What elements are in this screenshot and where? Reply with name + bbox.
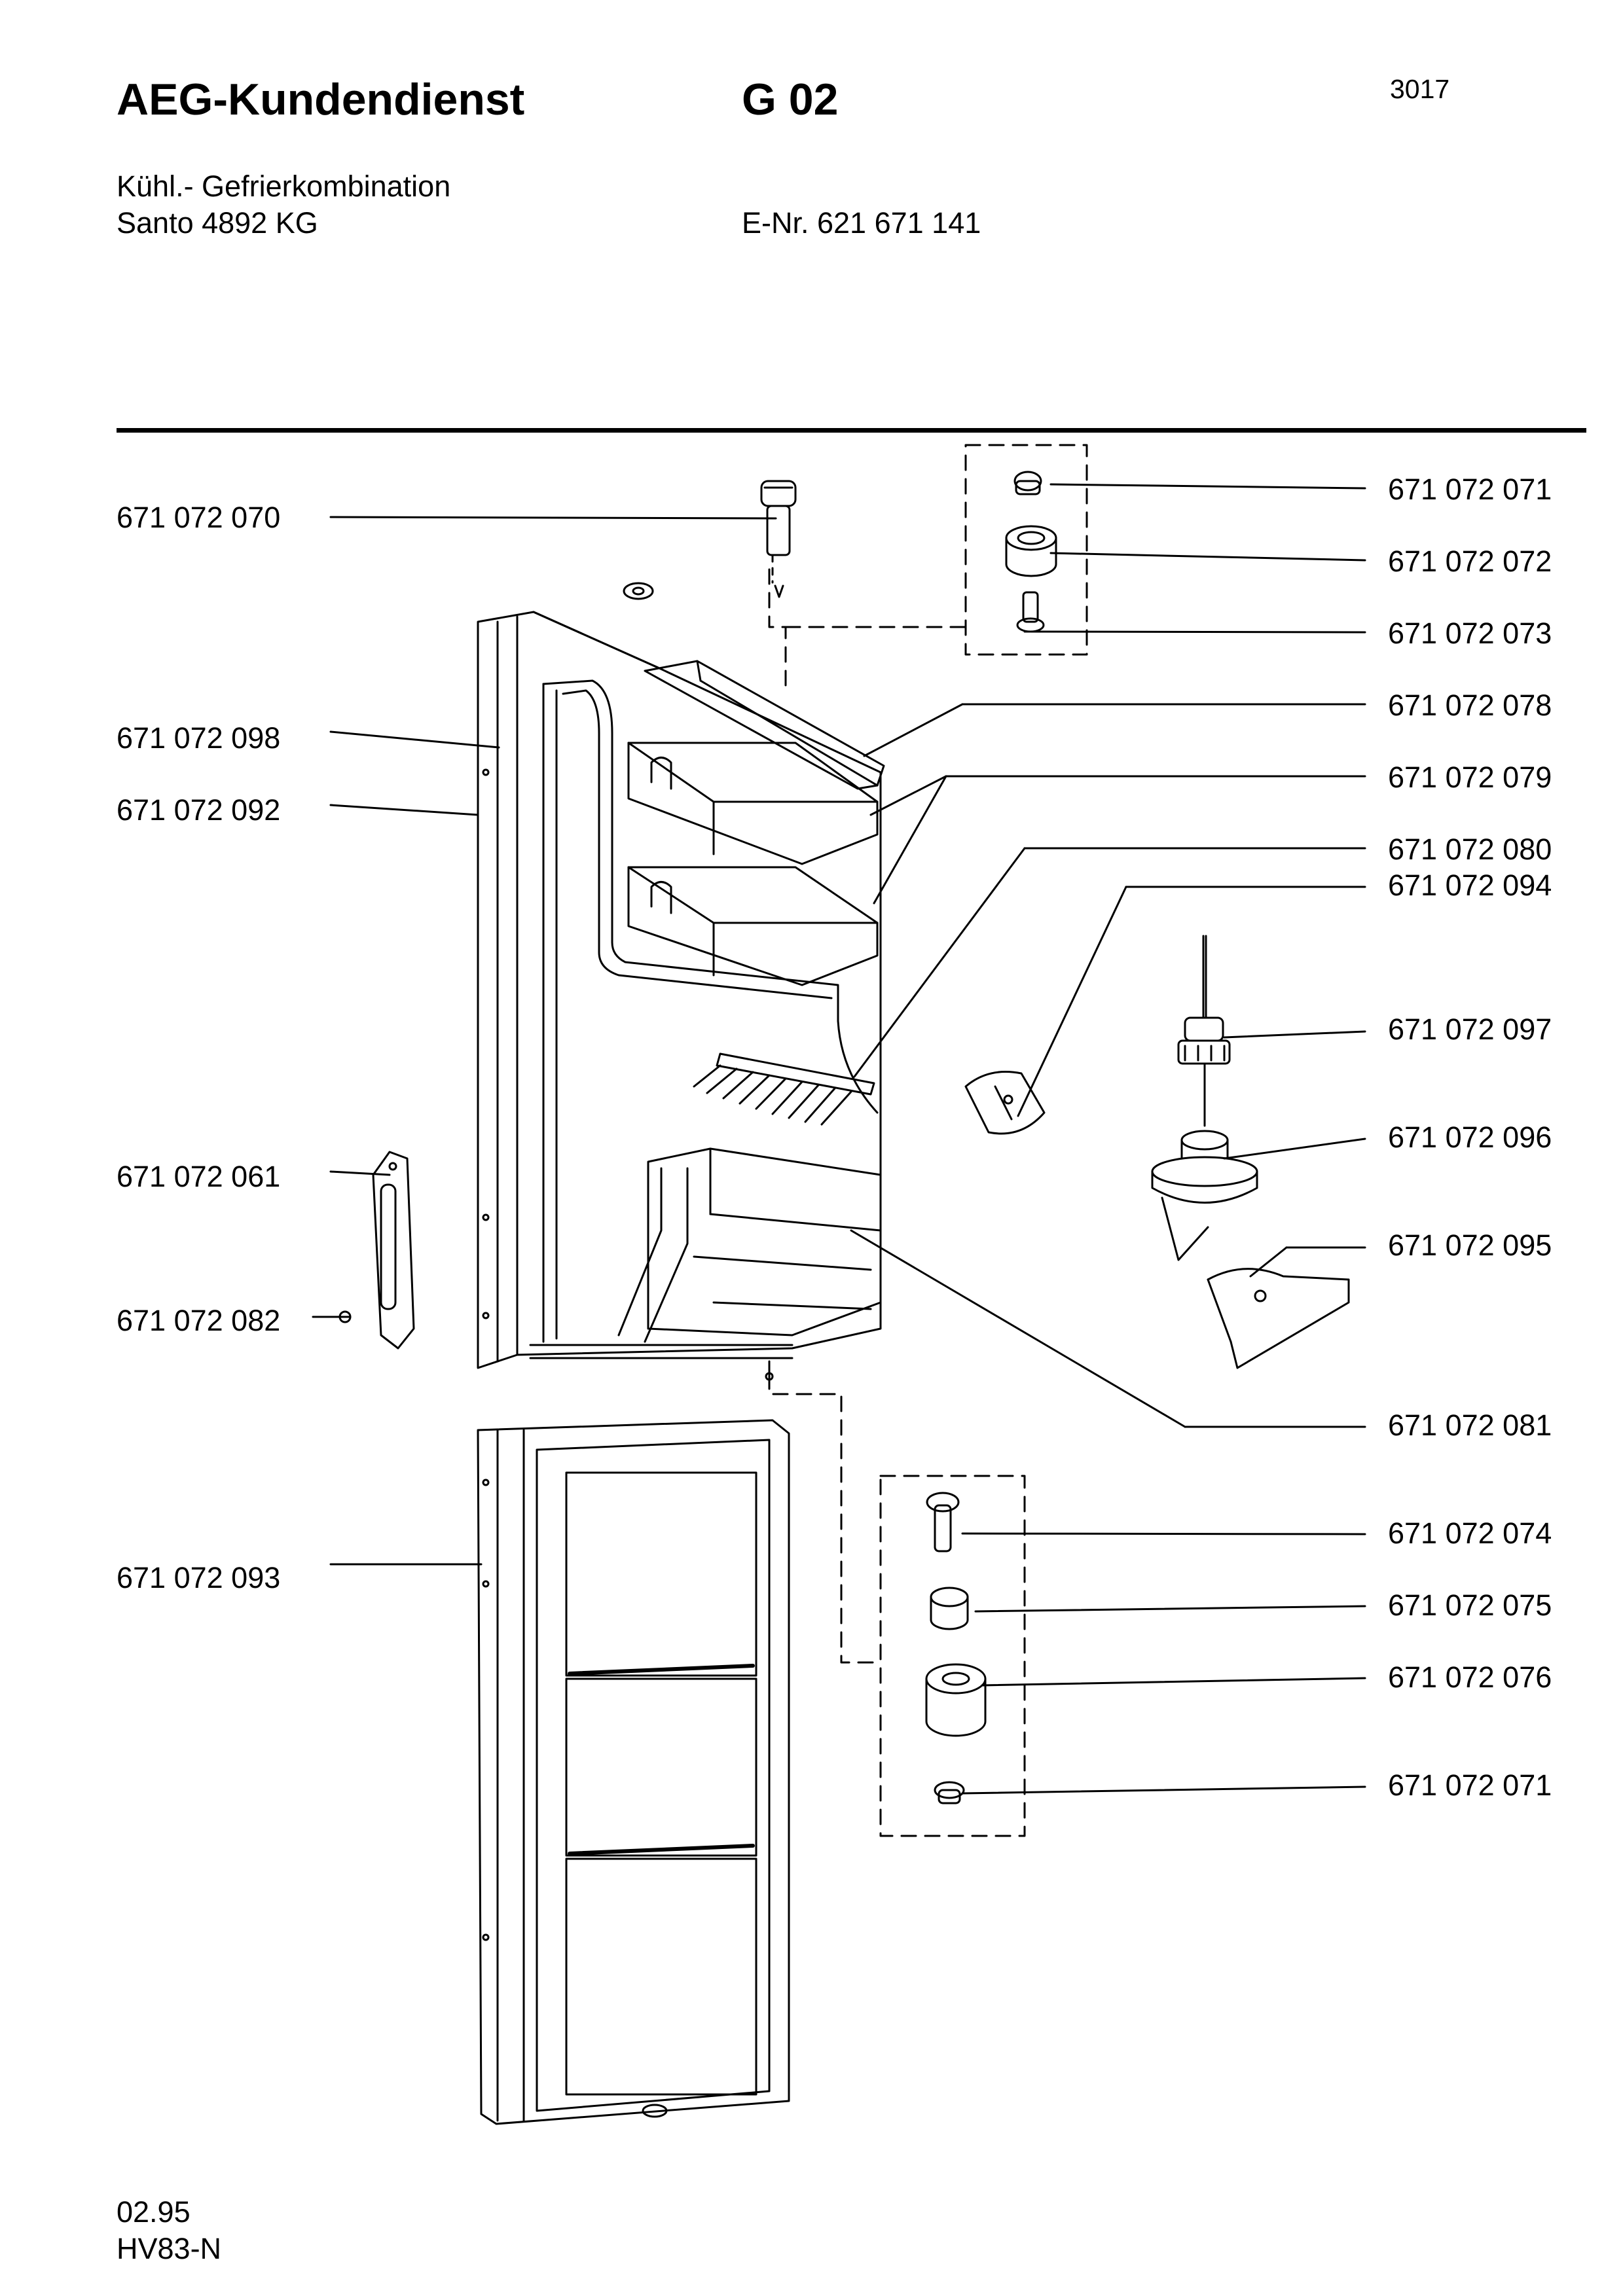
door-handle (372, 1151, 415, 1350)
part-label-left: 671 072 093 (117, 1561, 281, 1594)
part-label-right: 671 072 097 (1388, 1013, 1552, 1046)
part-label-right: 671 072 074 (1388, 1516, 1552, 1550)
screw (338, 1310, 352, 1323)
part-label-right: 671 072 078 (1388, 689, 1552, 722)
top-hinge-parts (1005, 471, 1057, 633)
thermostat-housing (1151, 1130, 1258, 1261)
bottom-hinge-parts (925, 1492, 987, 1804)
dashed-guides (768, 444, 1088, 1837)
appliance-type: Kühl.- Gefrierkombination (117, 170, 451, 203)
part-label-right: 671 072 075 (1388, 1588, 1552, 1622)
upper-compartment-lid (644, 660, 885, 790)
part-label-right: 671 072 072 (1388, 545, 1552, 578)
group-code: G 02 (742, 75, 839, 124)
part-label-right: 671 072 071 (1388, 473, 1552, 506)
part-label-right: 671 072 096 (1388, 1121, 1552, 1154)
part-label-right: 671 072 095 (1388, 1229, 1552, 1262)
document-code: HV83-N (117, 2232, 222, 2265)
thermostat-sensor (1177, 935, 1231, 1127)
part-label-right: 671 072 071 (1388, 1768, 1552, 1802)
part-label-right: 671 072 094 (1388, 869, 1552, 902)
part-label-right: 671 072 076 (1388, 1660, 1552, 1694)
part-label-left: 671 072 092 (117, 793, 281, 827)
revision-date: 02.95 (117, 2195, 191, 2229)
upper-door (477, 611, 882, 1369)
door-shelf-upper (627, 742, 879, 865)
ring-washer (623, 582, 654, 600)
lower-door (477, 1419, 790, 2125)
leader-lines (312, 483, 1366, 1795)
part-label-left: 671 072 098 (117, 721, 281, 755)
bottle-rail (693, 1052, 875, 1126)
part-label-right: 671 072 073 (1388, 617, 1552, 650)
header-divider (117, 428, 1586, 433)
part-label-right: 671 072 081 (1388, 1408, 1552, 1442)
rotary-dial (964, 1071, 1046, 1135)
model-name: Santo 4892 KG (117, 206, 318, 240)
part-label-right: 671 072 080 (1388, 833, 1552, 866)
part-label-left: 671 072 070 (117, 501, 281, 534)
page-number: 3017 (1390, 74, 1450, 104)
part-label-left: 671 072 082 (117, 1304, 281, 1337)
part-label-right: 671 072 079 (1388, 761, 1552, 794)
part-label-left: 671 072 061 (117, 1160, 281, 1193)
hinge-pin (765, 1360, 774, 1381)
brand-title: AEG-Kundendienst (117, 75, 525, 124)
e-number: E-Nr. 621 671 141 (742, 206, 981, 240)
knob-cover (1207, 1268, 1350, 1369)
hinge-bolt (760, 480, 797, 598)
door-shelf-lower (627, 866, 879, 986)
bottom-bin (617, 1147, 882, 1343)
